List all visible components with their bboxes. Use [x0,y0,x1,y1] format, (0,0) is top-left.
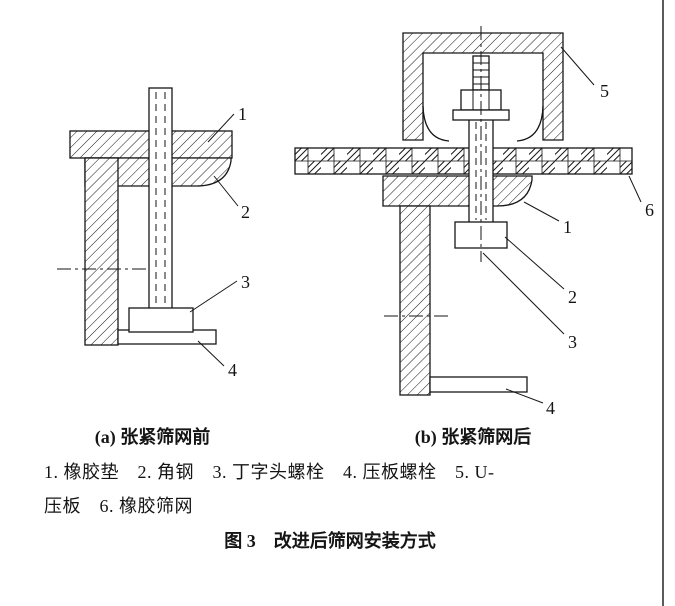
part-label-a4: 4 [228,360,237,380]
part-label-a3: 3 [241,272,250,292]
angle-steel-leg-b [399,205,431,396]
legend-line-1: 1. 橡胶垫 2. 角钢 3. 丁字头螺栓 4. 压板螺栓 5. U- [44,462,495,482]
part-label-b4: 4 [546,398,555,418]
subcaption-a: (a) 张紧筛网前 [94,427,211,447]
angle-steel-leg-a [84,157,119,346]
bolt-shank-a [148,87,173,311]
part-label-b6: 6 [645,200,654,220]
leader-b6 [628,175,642,203]
part-label-b5: 5 [600,81,609,101]
u-clamp-lip-right [516,105,544,142]
bottom-flange-b [429,376,528,393]
part-label-b2: 2 [568,287,577,307]
leader-a4 [197,340,225,367]
leader-a2 [213,175,239,207]
legend-line-2: 压板 6. 橡胶筛网 [44,496,193,516]
t-head-a [128,307,194,333]
diagram-a: 1 2 3 4 [57,87,250,380]
diagram-b: 5 6 1 2 3 4 [294,26,654,418]
leader-b5 [560,46,595,86]
leader-a1 [207,113,235,143]
part-label-a2: 2 [241,202,250,222]
rubber-screen-mesh-b [294,147,633,175]
leader-a3 [189,280,238,313]
part-label-b1: 1 [563,217,572,237]
leader-b3 [482,252,565,335]
leader-b4 [505,388,544,404]
rubber-pad-b [382,175,533,207]
subcaption-b: (b) 张紧筛网后 [414,427,532,447]
part-label-b3: 3 [568,332,577,352]
part-label-a1: 1 [238,104,247,124]
figure-title: 图 3 改进后筛网安装方式 [224,531,436,551]
u-clamp-lip-left [422,105,450,142]
leader-b1 [523,201,560,222]
leader-b2 [504,236,565,290]
